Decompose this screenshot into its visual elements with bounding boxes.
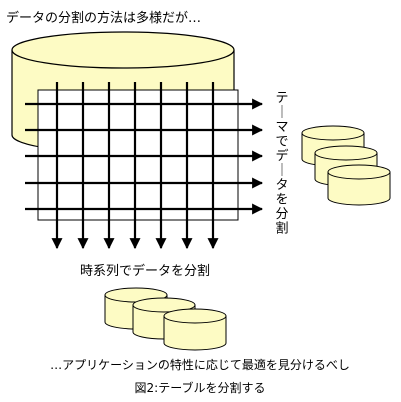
horizontal-split-arrows [25, 98, 264, 215]
time-split-tables [104, 287, 227, 351]
topic-split-label: テ｜マでデ｜タを分割 [275, 91, 288, 237]
topic-table-3 [327, 164, 391, 206]
time-split-label: 時系列でデータを分割 [80, 263, 210, 279]
figure-caption: 図2:テーブルを分割する [135, 380, 266, 395]
topic-split-tables [301, 125, 391, 206]
conclusion-text: …アプリケーションの特性に応じて最適を見分けるべし [50, 357, 350, 372]
diagram-title: データの分割の方法は多様だが… [6, 10, 201, 26]
time-table-3 [163, 308, 227, 351]
vertical-split-arrows [51, 82, 219, 250]
